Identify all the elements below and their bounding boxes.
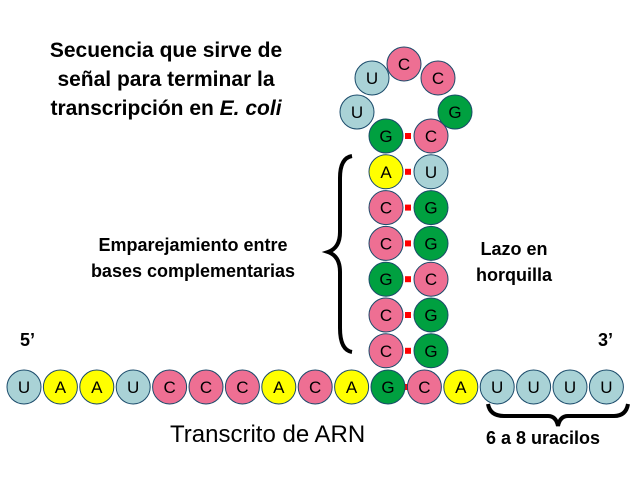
stem-right-base-U: U: [413, 154, 449, 190]
stem-right-base-G: G: [413, 190, 449, 226]
svg-text:C: C: [236, 378, 248, 397]
rna-base-U: U: [115, 369, 151, 405]
rna-base-U: U: [479, 369, 515, 405]
loop-base-C: C: [420, 60, 456, 96]
stem-left-base-C: C: [368, 297, 404, 333]
stem-right-base-C: C: [413, 118, 449, 154]
stem-right-base-G: G: [413, 297, 449, 333]
stem-right-base-G: G: [413, 333, 449, 369]
stem-left-base-A: A: [368, 154, 404, 190]
svg-text:G: G: [424, 306, 437, 325]
rna-base-A: A: [443, 369, 479, 405]
rna-base-A: A: [79, 369, 115, 405]
hairpin-loop-label-line-2: horquilla: [476, 265, 552, 285]
five-prime-end-label: 5’: [20, 330, 36, 350]
loop-base-C: C: [386, 46, 422, 82]
stem-left-base-G: G: [368, 118, 404, 154]
svg-text:C: C: [425, 270, 437, 289]
svg-text:G: G: [379, 127, 392, 146]
base-pairing-label-line-1: Emparejamiento entre: [98, 235, 288, 255]
svg-text:U: U: [491, 378, 503, 397]
svg-text:C: C: [309, 378, 321, 397]
svg-text:C: C: [200, 378, 212, 397]
svg-text:U: U: [527, 378, 539, 397]
svg-text:A: A: [380, 163, 392, 182]
uracil-count-label: 6 a 8 uracilos: [486, 428, 601, 448]
stem-right-base-G: G: [413, 225, 449, 261]
base-pair-bond: [405, 240, 411, 247]
stem-left-base-C: C: [368, 333, 404, 369]
svg-text:U: U: [600, 378, 612, 397]
stem-left-base-C: C: [368, 225, 404, 261]
svg-text:C: C: [418, 378, 430, 397]
title-organism: E. coli: [219, 97, 282, 120]
svg-text:U: U: [425, 163, 437, 182]
stem-right-base-C: C: [413, 261, 449, 297]
svg-text:C: C: [380, 306, 392, 325]
title-line-2: señal para terminar la: [57, 68, 275, 91]
svg-text:G: G: [379, 270, 392, 289]
svg-text:A: A: [273, 378, 285, 397]
stem-curly-brace: [321, 154, 353, 354]
rna-base-U: U: [552, 369, 588, 405]
rna-base-C: C: [224, 369, 260, 405]
rna-base-C: C: [406, 369, 442, 405]
rna-base-U: U: [6, 369, 42, 405]
rna-base-U: U: [516, 369, 552, 405]
svg-text:C: C: [432, 69, 444, 88]
base-pairing-label-line-2: bases complementarias: [90, 261, 296, 281]
hairpin-loop-label-line-1: Lazo en: [480, 239, 548, 259]
rna-base-A: A: [42, 369, 78, 405]
svg-text:G: G: [424, 199, 437, 218]
svg-text:A: A: [346, 378, 358, 397]
svg-text:U: U: [366, 69, 378, 88]
rna-base-C: C: [188, 369, 224, 405]
svg-text:C: C: [163, 378, 175, 397]
svg-text:C: C: [380, 342, 392, 361]
title-line-1: Secuencia que sirve de: [49, 39, 283, 62]
title-line-3-text: transcripción en: [50, 97, 220, 120]
loop-base-U: U: [339, 94, 375, 130]
svg-text:C: C: [398, 55, 410, 74]
hairpin-loop-label: Lazo en horquilla: [464, 236, 564, 288]
svg-text:A: A: [55, 378, 67, 397]
svg-text:G: G: [424, 234, 437, 253]
rna-base-U: U: [588, 369, 624, 405]
title-line-3: transcripción en E. coli: [16, 94, 316, 123]
base-pair-bond: [405, 204, 411, 211]
svg-text:U: U: [351, 103, 363, 122]
svg-text:U: U: [18, 378, 30, 397]
svg-text:G: G: [381, 378, 394, 397]
base-pair-bond: [405, 168, 411, 175]
svg-text:G: G: [424, 342, 437, 361]
svg-text:U: U: [127, 378, 139, 397]
svg-text:C: C: [380, 199, 392, 218]
stem-left-base-G: G: [368, 261, 404, 297]
svg-text:C: C: [380, 234, 392, 253]
base-pair-bond: [405, 312, 411, 318]
svg-text:A: A: [91, 378, 103, 397]
svg-text:A: A: [455, 378, 467, 397]
uracil-curly-brace: [486, 403, 630, 427]
three-prime-end-label: 3’: [598, 330, 614, 350]
rna-base-C: C: [152, 369, 188, 405]
stem-left-base-C: C: [368, 190, 404, 226]
base-pairing-label: Emparejamiento entre bases complementari…: [58, 232, 328, 284]
base-pair-bond: [405, 133, 411, 139]
rna-base-C: C: [297, 369, 333, 405]
svg-text:G: G: [448, 103, 461, 122]
rna-transcript-label: Transcrito de ARN: [170, 421, 366, 448]
base-pair-bond: [405, 276, 411, 283]
svg-text:U: U: [564, 378, 576, 397]
diagram-title: Secuencia que sirve de señal para termin…: [16, 36, 316, 123]
rna-base-A: A: [334, 369, 370, 405]
rna-base-A: A: [261, 369, 297, 405]
svg-text:C: C: [425, 127, 437, 146]
base-pair-bond: [405, 347, 411, 354]
rna-base-G: G: [370, 369, 406, 405]
loop-base-G: G: [437, 94, 473, 130]
loop-base-U: U: [354, 60, 390, 96]
